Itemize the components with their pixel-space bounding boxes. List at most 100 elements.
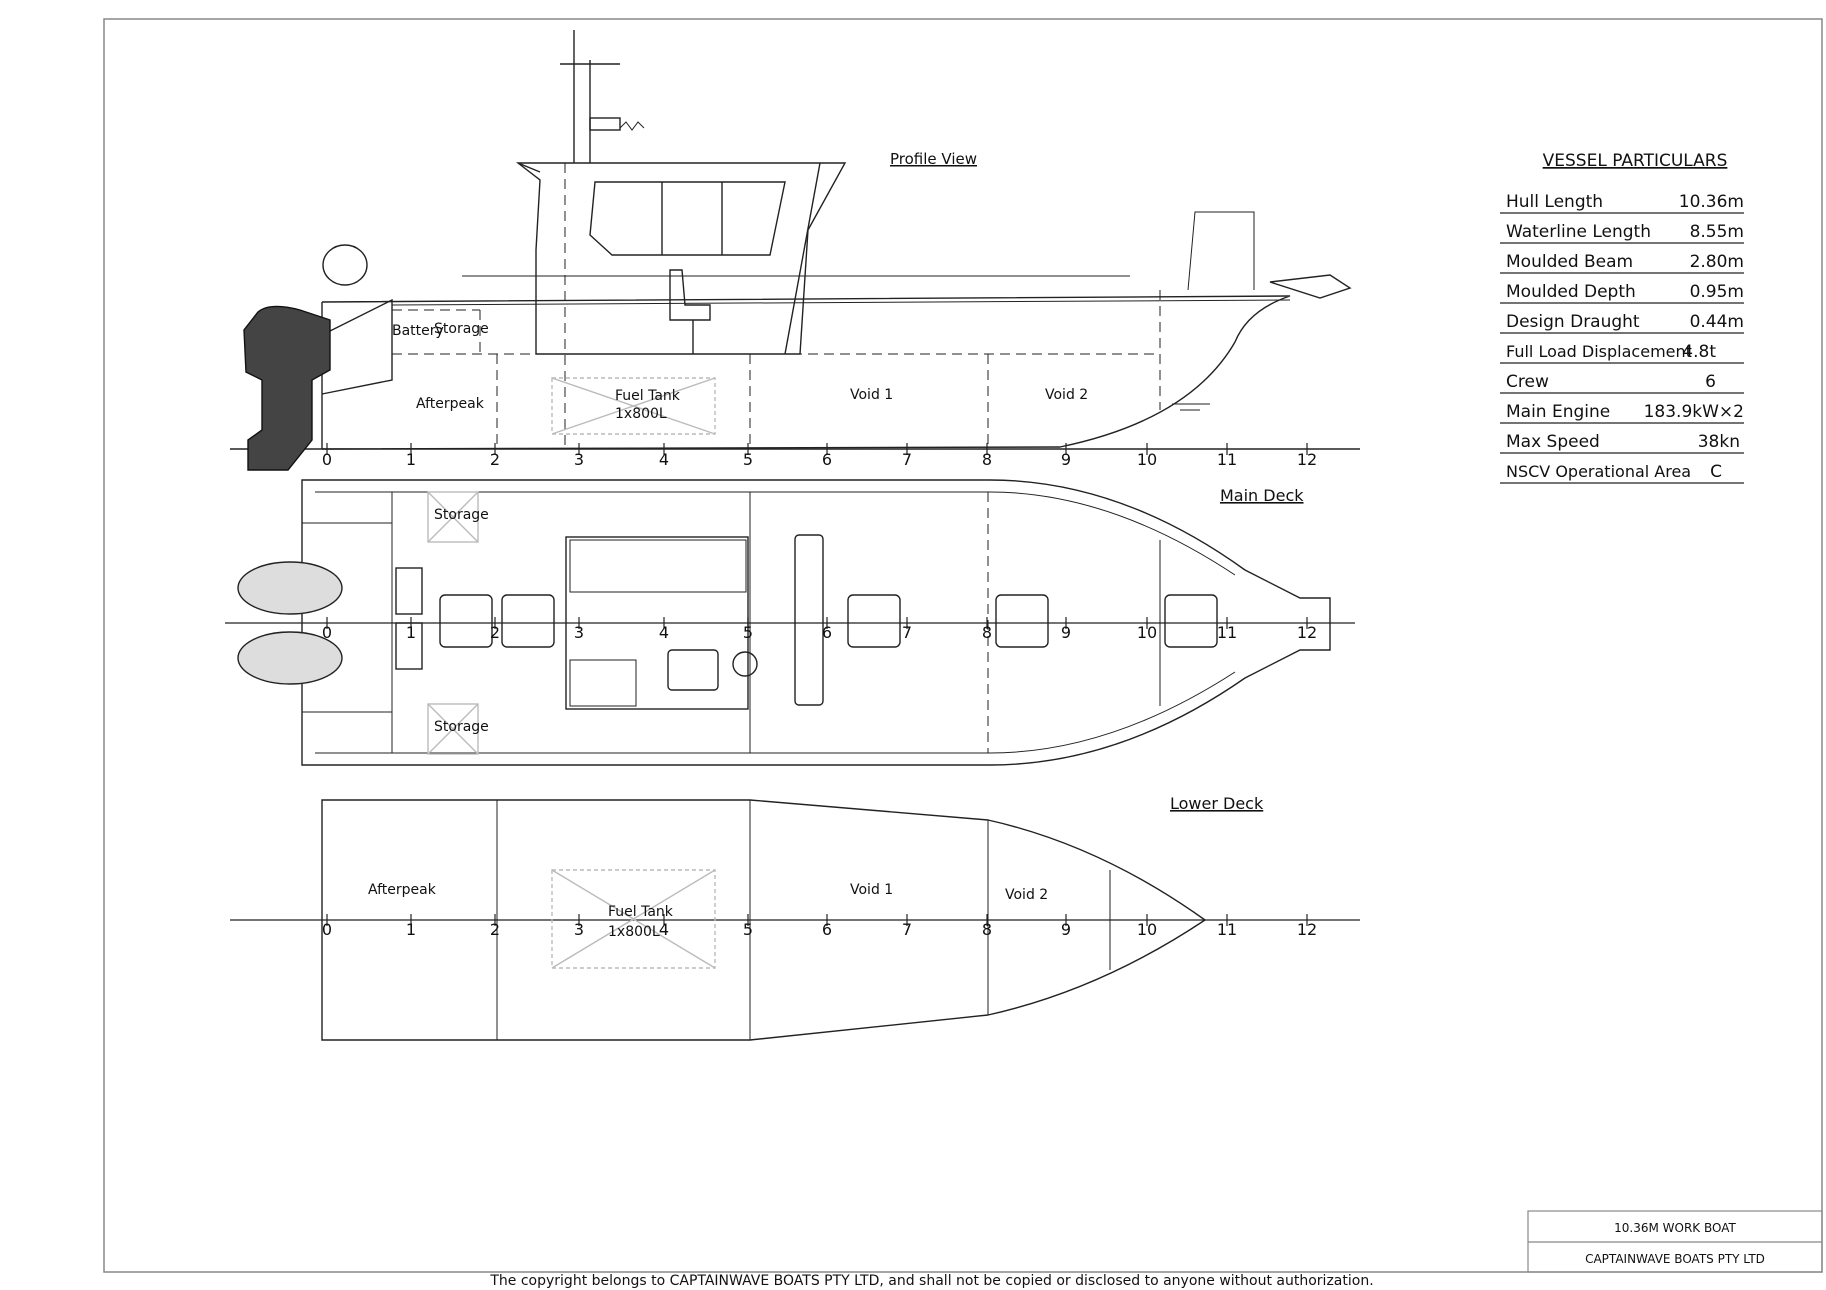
station-label: 4 <box>659 920 669 939</box>
particular-value: C <box>1710 462 1722 482</box>
station-label: 6 <box>822 920 832 939</box>
station-label: 3 <box>574 623 584 642</box>
lower-label-afterpeak: Afterpeak <box>368 882 437 898</box>
particular-value: 0.95m <box>1690 282 1744 302</box>
station-label: 4 <box>659 450 669 469</box>
station-label: 0 <box>322 920 332 939</box>
main-deck-view <box>225 479 1355 766</box>
lower-deck-station-labels: 0 1 2 3 4 5 6 7 8 9 10 11 12 <box>322 920 1317 939</box>
station-label: 3 <box>574 450 584 469</box>
lower-deck-station-ticks <box>326 914 1308 926</box>
station-label: 5 <box>743 920 753 939</box>
station-label: 9 <box>1061 623 1071 642</box>
main-deck-label-storage-top: Storage <box>434 507 489 523</box>
particular-label: Moulded Beam <box>1506 252 1633 272</box>
station-label: 11 <box>1217 920 1237 939</box>
main-deck-battery <box>395 567 423 615</box>
main-deck-outline <box>301 479 1331 766</box>
particular-label: Crew <box>1506 372 1549 392</box>
profile-label-void1: Void 1 <box>850 387 893 403</box>
profile-outboard <box>243 305 331 471</box>
station-label: 3 <box>574 920 584 939</box>
station-label: 10 <box>1137 920 1157 939</box>
profile-view-title: Profile View <box>890 150 977 168</box>
particular-label: Main Engine <box>1506 402 1610 422</box>
profile-seat <box>669 269 711 321</box>
main-deck-helm-seat <box>667 649 719 691</box>
steering-wheel <box>732 651 758 677</box>
title-block: 10.36M WORK BOAT CAPTAINWAVE BOATS PTY L… <box>1527 1210 1823 1273</box>
hatch <box>1164 594 1218 648</box>
main-deck-outboard-port <box>237 561 343 615</box>
main-deck-storage-top <box>427 491 479 543</box>
main-deck-title: Main Deck <box>1220 486 1304 505</box>
profile-hull <box>321 295 1291 450</box>
station-label: 7 <box>902 623 912 642</box>
station-label: 8 <box>982 450 992 469</box>
particular-label: Design Draught <box>1506 312 1640 332</box>
profile-label-void2: Void 2 <box>1045 387 1088 403</box>
lower-deck-view <box>230 799 1360 1041</box>
station-label: 10 <box>1137 450 1157 469</box>
particular-value: 4.8t <box>1682 342 1716 362</box>
station-label: 1 <box>406 920 416 939</box>
station-label: 4 <box>659 623 669 642</box>
station-label: 1 <box>406 623 416 642</box>
lower-label-void2: Void 2 <box>1005 887 1048 903</box>
station-label: 2 <box>490 623 500 642</box>
hatch <box>995 594 1049 648</box>
profile-windows <box>589 181 786 256</box>
hatch <box>439 594 493 648</box>
particular-value: 0.44m <box>1690 312 1744 332</box>
lower-label-fuel-tank: Fuel Tank <box>608 904 674 920</box>
station-label: 8 <box>982 623 992 642</box>
particulars-heading: VESSEL PARTICULARS <box>1543 151 1728 171</box>
station-label: 12 <box>1297 920 1317 939</box>
station-label: 11 <box>1217 450 1237 469</box>
particular-value: 6 <box>1705 372 1716 392</box>
lower-deck-fuel-tank <box>551 869 716 969</box>
profile-label-storage: Storage <box>434 321 489 337</box>
main-deck-storage-bottom <box>427 703 479 755</box>
particular-label: Max Speed <box>1506 432 1600 452</box>
profile-label-afterpeak: Afterpeak <box>416 396 485 412</box>
station-label: 11 <box>1217 623 1237 642</box>
station-label: 1 <box>406 450 416 469</box>
station-label: 8 <box>982 920 992 939</box>
particular-label: Moulded Depth <box>1506 282 1636 302</box>
profile-view <box>230 30 1360 471</box>
station-label: 9 <box>1061 450 1071 469</box>
profile-label-battery: Battery <box>392 323 444 339</box>
profile-fuel-tank <box>551 377 716 435</box>
station-label: 7 <box>902 920 912 939</box>
main-deck-label-storage-bottom: Storage <box>434 719 489 735</box>
lower-label-void1: Void 1 <box>850 882 893 898</box>
profile-label-fuel-capacity: 1x800L <box>615 406 667 422</box>
lower-deck-title: Lower Deck <box>1170 794 1264 813</box>
station-label: 5 <box>743 623 753 642</box>
main-deck-outboard-stbd <box>237 631 343 685</box>
hatch <box>847 594 901 648</box>
profile-station-ticks <box>326 443 1308 455</box>
particular-value: 10.36m <box>1679 192 1744 212</box>
title-block-company: CAPTAINWAVE BOATS PTY LTD <box>1585 1252 1765 1266</box>
title-block-project: 10.36M WORK BOAT <box>1614 1221 1736 1235</box>
station-label: 0 <box>322 450 332 469</box>
particular-label: Full Load Displacement <box>1506 342 1692 361</box>
station-label: 7 <box>902 450 912 469</box>
profile-stern-box <box>321 298 393 395</box>
main-deck-station-ticks <box>326 617 1308 629</box>
station-label: 6 <box>822 623 832 642</box>
station-label: 6 <box>822 450 832 469</box>
profile-label-fuel-tank: Fuel Tank <box>615 388 681 404</box>
particulars-table: VESSEL PARTICULARS Hull Length 10.36m Wa… <box>1500 151 1744 484</box>
profile-cabin <box>515 162 847 355</box>
station-label: 2 <box>490 450 500 469</box>
particular-value: 8.55m <box>1690 222 1744 242</box>
particular-label: NSCV Operational Area <box>1506 462 1691 481</box>
station-label: 0 <box>322 623 332 642</box>
profile-station-labels: 0 1 2 3 4 5 6 7 8 9 10 11 12 <box>322 450 1317 469</box>
main-deck-station-labels: 0 1 2 3 4 5 6 7 8 9 10 11 12 <box>322 623 1317 642</box>
particular-value: 183.9kW×2 <box>1644 402 1744 422</box>
